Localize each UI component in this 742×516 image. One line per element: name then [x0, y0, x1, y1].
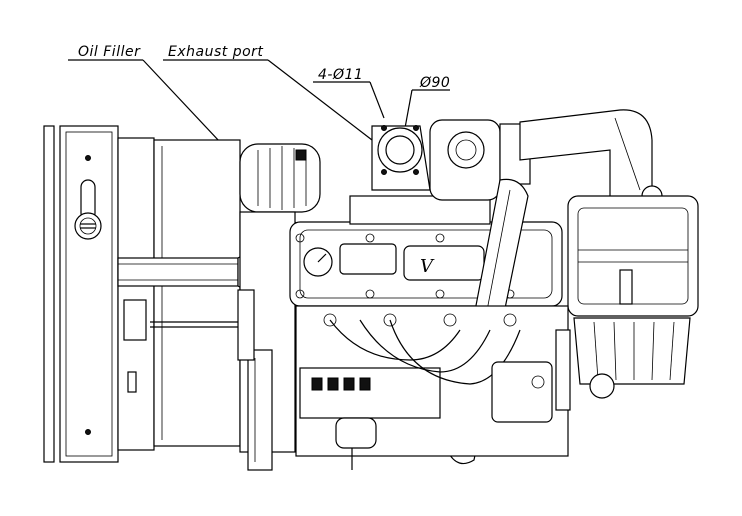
exhaust-port-leader: [267, 59, 386, 151]
exhaust-port-flange: [377, 127, 423, 173]
exhaust-port-label: Exhaust port: [168, 44, 263, 60]
svg-text:V: V: [420, 256, 435, 277]
engine-block: [295, 305, 571, 470]
bolt-holes-label: 4-Ø11: [318, 67, 363, 83]
oil-filler-label: Oil Filler: [78, 44, 141, 60]
port-diameter-leader: [404, 89, 413, 129]
alternator: [239, 143, 321, 213]
air-cleaner: [567, 195, 699, 399]
gear-housing: [237, 211, 296, 471]
radiator: [43, 125, 241, 463]
exhaust-manifold: [349, 119, 531, 225]
port-diameter-label: Ø90: [419, 75, 450, 91]
intake-elbow: [519, 109, 663, 207]
bolt-holes-leader: [369, 81, 385, 119]
cylinder-head: V: [289, 221, 563, 307]
